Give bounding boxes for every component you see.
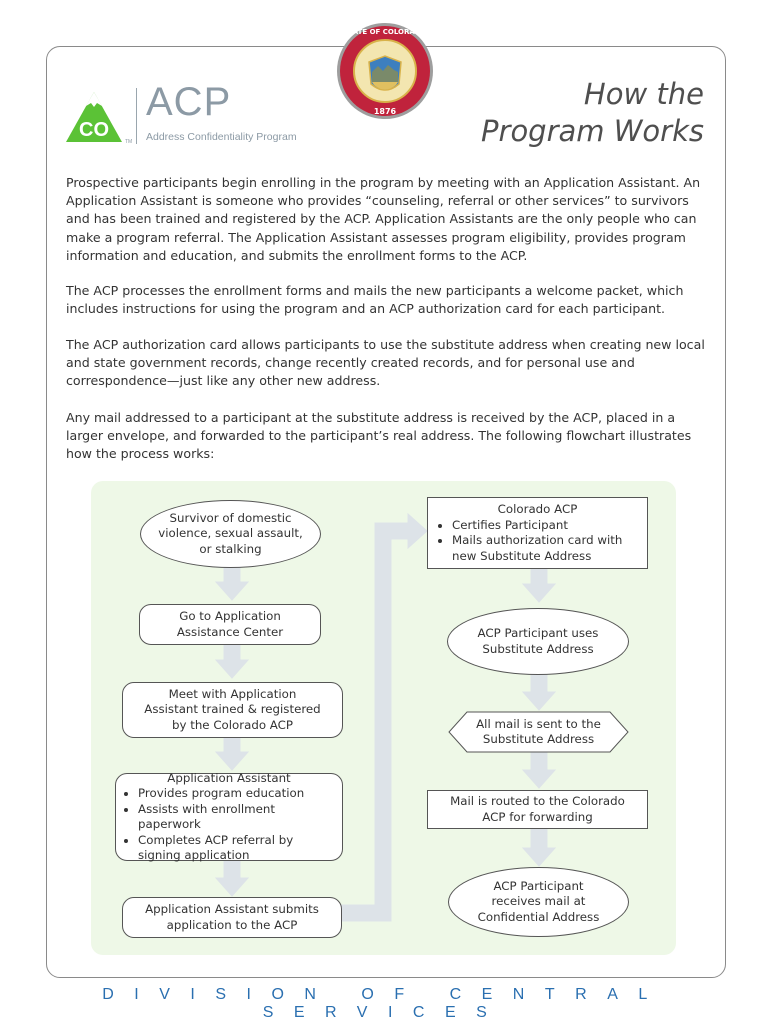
node-go-to-center-text: Go to Application Assistance Center xyxy=(176,609,284,639)
node-application-assistant-title: Application Assistant xyxy=(167,770,291,785)
paragraph-authorization-card: The ACP authorization card allows partic… xyxy=(66,336,716,391)
paragraph-text: Prospective participants begin enrolling… xyxy=(66,175,701,263)
page-title: How the Program Works xyxy=(481,76,704,150)
logo-divider xyxy=(136,88,137,144)
node-mail-routed-text: Mail is routed to the Colorado ACP for f… xyxy=(450,794,625,824)
node-submits-application-text: Application Assistant submits applicatio… xyxy=(145,902,319,932)
node-survivor-text: Survivor of domestic violence, sexual as… xyxy=(158,510,303,556)
logo-tagline: Address Confidentiality Program xyxy=(146,131,297,143)
arrow-down-icon xyxy=(214,643,250,679)
logo-badge-text: CO xyxy=(79,119,109,141)
node-application-assistant: Application Assistant Provides program e… xyxy=(115,770,343,864)
connector-arrow-icon xyxy=(340,512,428,922)
footer-division: DIVISION OF CENTRAL SERVICES xyxy=(102,986,668,1021)
node-submits-application: Application Assistant submits applicatio… xyxy=(122,897,342,938)
arrow-down-icon xyxy=(214,859,250,897)
node-application-assistant-list: Provides program education Assists with … xyxy=(122,786,336,864)
node-go-to-center: Go to Application Assistance Center xyxy=(139,604,321,645)
arrow-down-icon xyxy=(521,751,557,789)
arrow-down-icon xyxy=(521,567,557,603)
node-colorado-acp-title: Colorado ACP xyxy=(497,502,578,516)
node-participant-uses: ACP Participant uses Substitute Address xyxy=(447,608,629,675)
seal-top-text: STATE OF COLORADO xyxy=(343,28,426,36)
node-mail-routed: Mail is routed to the Colorado ACP for f… xyxy=(427,790,648,829)
node-participant-receives: ACP Participant receives mail at Confide… xyxy=(448,867,629,937)
arrow-down-icon xyxy=(521,827,557,867)
list-item: Mails authorization card with new Substi… xyxy=(452,533,639,564)
seal-year-text: 1876 xyxy=(374,107,397,116)
node-all-mail: All mail is sent to the Substitute Addre… xyxy=(467,712,610,752)
co-mountain-logo-icon: CO TM xyxy=(66,92,132,145)
logo-tm-text: TM xyxy=(125,139,132,145)
arrow-down-icon xyxy=(521,673,557,711)
colorado-state-seal: STATE OF COLORADO 1876 xyxy=(337,23,433,119)
paragraph-processing: The ACP processes the enrollment forms a… xyxy=(66,282,716,318)
arrow-down-icon xyxy=(214,736,250,771)
node-all-mail-text: All mail is sent to the Substitute Addre… xyxy=(476,716,601,747)
arrow-down-icon xyxy=(214,565,250,601)
logo-acp-wordmark: ACP xyxy=(146,80,232,124)
node-meet-assistant: Meet with Application Assistant trained … xyxy=(122,682,343,738)
list-item: Completes ACP referral by signing applic… xyxy=(138,833,336,864)
node-participant-receives-text: ACP Participant receives mail at Confide… xyxy=(477,878,600,924)
paragraph-text: Any mail addressed to a participant at t… xyxy=(66,410,692,462)
node-survivor: Survivor of domestic violence, sexual as… xyxy=(140,500,321,568)
node-colorado-acp-list: Certifies Participant Mails authorizatio… xyxy=(436,518,639,565)
list-item: Certifies Participant xyxy=(452,518,639,534)
paragraph-intro: Prospective participants begin enrolling… xyxy=(66,174,716,265)
node-colorado-acp: Colorado ACP Certifies Participant Mails… xyxy=(427,497,648,569)
paragraph-text: The ACP processes the enrollment forms a… xyxy=(66,283,684,317)
title-line-2: Program Works xyxy=(481,114,704,148)
paragraph-mail: Any mail addressed to a participant at t… xyxy=(66,409,716,464)
title-line-1: How the xyxy=(583,77,704,111)
list-item: Assists with enrollment paperwork xyxy=(138,802,336,833)
node-participant-uses-text: ACP Participant uses Substitute Address xyxy=(477,626,599,656)
node-meet-assistant-text: Meet with Application Assistant trained … xyxy=(144,686,321,732)
paragraph-text: The ACP authorization card allows partic… xyxy=(66,337,705,389)
list-item: Provides program education xyxy=(138,786,336,802)
